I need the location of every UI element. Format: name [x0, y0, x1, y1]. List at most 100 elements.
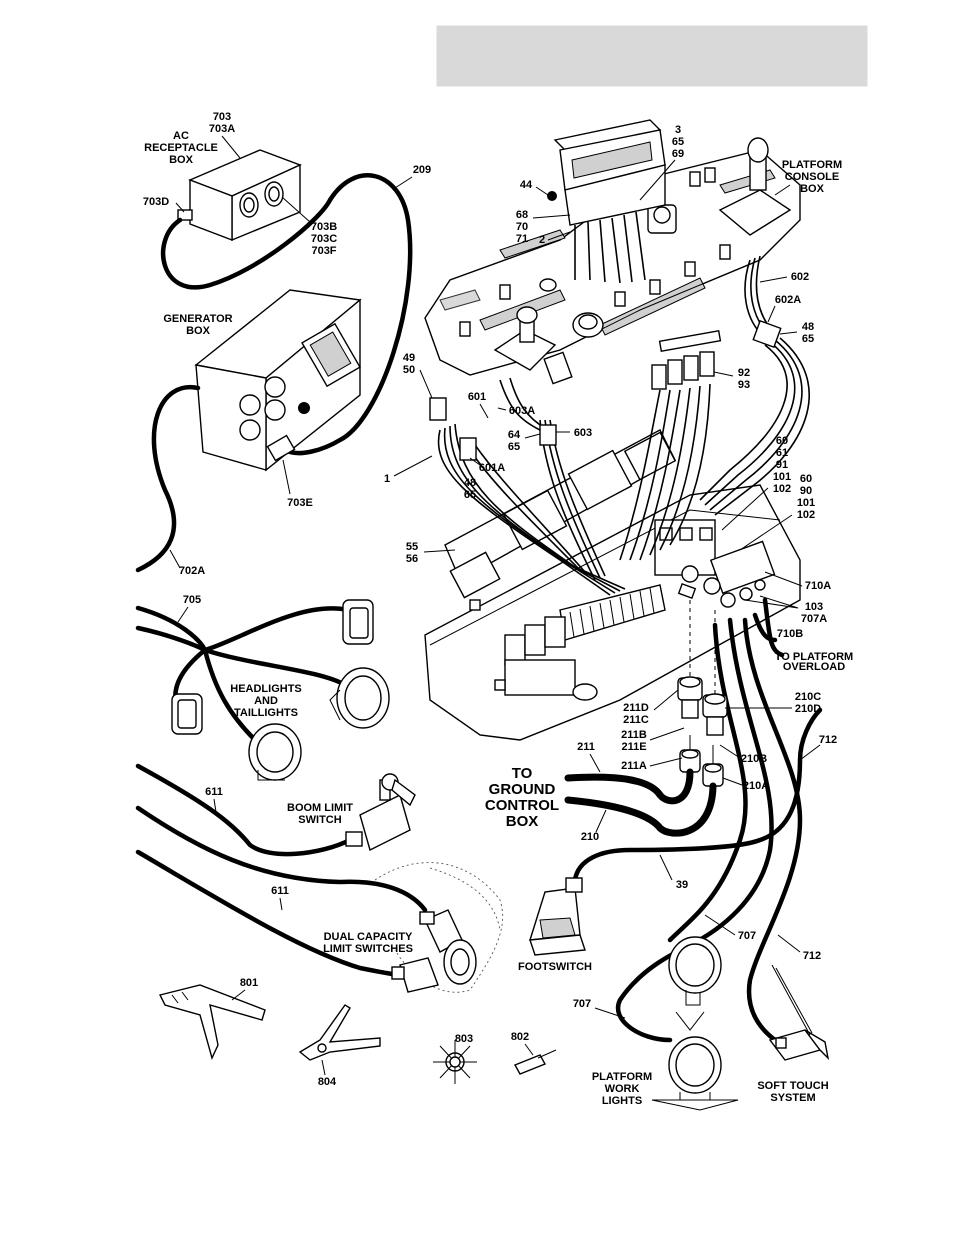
- callout-705: 705: [183, 594, 201, 606]
- callout-707a: 707A: [801, 613, 827, 625]
- callout-48b: 48: [464, 477, 476, 489]
- callout-802: 802: [511, 1031, 529, 1043]
- work-light-lower: [651, 1036, 739, 1111]
- callout-210: 210: [581, 831, 599, 843]
- cable-712: [742, 617, 803, 1045]
- gc-title-2: GROUND: [489, 781, 556, 798]
- footswitch-title: FOOTSWITCH: [518, 961, 592, 973]
- connector-603a: [543, 351, 573, 385]
- callout-210c: 210C: [795, 691, 821, 703]
- callout-211e: 211E: [621, 741, 646, 753]
- connector-603: [539, 424, 557, 446]
- callout-601a: 601A: [479, 462, 505, 474]
- callout-2: 2: [539, 234, 545, 246]
- cable-211: [564, 768, 694, 805]
- taillight-left: [171, 693, 203, 735]
- callout-61: 61: [776, 447, 788, 459]
- callout-90: 90: [800, 485, 812, 497]
- soft-touch-switch: [768, 964, 830, 1061]
- ac-title-3: BOX: [169, 154, 194, 166]
- callout-71: 71: [516, 233, 528, 245]
- dc-title-1: DUAL CAPACITY: [324, 931, 413, 943]
- connector-210c: [702, 693, 728, 736]
- callout-211: 211: [577, 741, 595, 753]
- connector-211a: [679, 735, 701, 773]
- sts-title-1: SOFT TOUCH: [757, 1080, 828, 1092]
- taillight-right: [342, 599, 374, 645]
- callout-65c: 65: [508, 441, 520, 453]
- callout-50: 50: [403, 364, 415, 376]
- callout-211b: 211B: [621, 729, 647, 741]
- callout-211c: 211C: [623, 714, 649, 726]
- callout-65b: 65: [802, 333, 814, 345]
- callout-611b: 611: [271, 885, 289, 897]
- ref-703d: 703D: [143, 196, 169, 208]
- hl-title-3: TAILLIGHTS: [234, 707, 298, 719]
- pwl-title-3: LIGHTS: [602, 1095, 642, 1107]
- callout-92: 92: [738, 367, 750, 379]
- callout-3: 3: [675, 124, 681, 136]
- cable-210: [564, 782, 717, 837]
- callout-60a: 60: [776, 435, 788, 447]
- pwl-title-2: WORK: [605, 1083, 640, 1095]
- cable-39: [572, 707, 823, 883]
- cable-702a: [135, 384, 201, 573]
- callout-611a: 611: [205, 786, 223, 798]
- ref-703f: 703F: [311, 245, 336, 257]
- bl-title-2: SWITCH: [298, 814, 341, 826]
- pwl-title-1: PLATFORM: [592, 1071, 652, 1083]
- callout-603: 603: [574, 427, 592, 439]
- sts-title-2: SYSTEM: [770, 1092, 815, 1104]
- callout-804: 804: [318, 1076, 337, 1088]
- callout-102b: 102: [797, 509, 815, 521]
- connector-211d: [677, 676, 703, 719]
- header-box: [436, 25, 868, 87]
- callout-602a: 602A: [775, 294, 801, 306]
- callout-102a: 102: [773, 483, 791, 495]
- internal-wire-harness: [437, 255, 810, 596]
- connector-210a: [702, 745, 724, 787]
- cable-611-dual-a: [135, 805, 428, 913]
- callout-801: 801: [240, 977, 258, 989]
- callout-211d: 211D: [623, 702, 649, 714]
- work-light-upper: [668, 936, 722, 1031]
- cable-611-dual-b: [135, 849, 403, 978]
- hl-title-2: AND: [254, 695, 278, 707]
- gc-title-3: CONTROL: [485, 797, 559, 814]
- callout-1: 1: [384, 473, 390, 485]
- gen-title-2: BOX: [186, 325, 211, 337]
- callout-60b: 60: [800, 473, 812, 485]
- callout-210b: 210B: [741, 753, 767, 765]
- callout-211a: 211A: [621, 760, 647, 772]
- tool-802-pin: [514, 1049, 557, 1075]
- bl-title-1: BOOM LIMIT: [287, 802, 353, 814]
- pc-title-2: CONSOLE: [785, 171, 839, 183]
- tool-804-stripper: [298, 1004, 381, 1061]
- ref-703e: 703E: [287, 497, 313, 509]
- callout-68: 68: [516, 209, 528, 221]
- callout-91: 91: [776, 459, 788, 471]
- ac-receptacle-labels: 703 703A AC RECEPTACLE BOX 703D 703B 703…: [143, 111, 337, 257]
- tool-803-extractor: [433, 1040, 477, 1084]
- ref-703c: 703C: [311, 233, 337, 245]
- gen-title-1: GENERATOR: [163, 313, 232, 325]
- callout-710a: 710A: [805, 580, 831, 592]
- callout-702a: 702A: [179, 565, 205, 577]
- pc-title-3: BOX: [800, 183, 825, 195]
- callout-70: 70: [516, 221, 528, 233]
- connector-602a: [752, 319, 782, 349]
- callout-103: 103: [805, 601, 823, 613]
- connector-49: [429, 397, 447, 421]
- callout-69: 69: [672, 148, 684, 160]
- callout-56: 56: [406, 553, 418, 565]
- callout-210a: 210A: [743, 780, 769, 792]
- gc-title-4: BOX: [506, 813, 539, 830]
- ref-703a: 703A: [209, 123, 235, 135]
- po-title-1: TO PLATFORM: [775, 651, 853, 663]
- callout-602: 602: [791, 271, 809, 283]
- platform-console-lid: [424, 119, 801, 376]
- pc-title-1: PLATFORM: [782, 159, 842, 171]
- callout-601: 601: [468, 391, 486, 403]
- callout-209: 209: [413, 164, 431, 176]
